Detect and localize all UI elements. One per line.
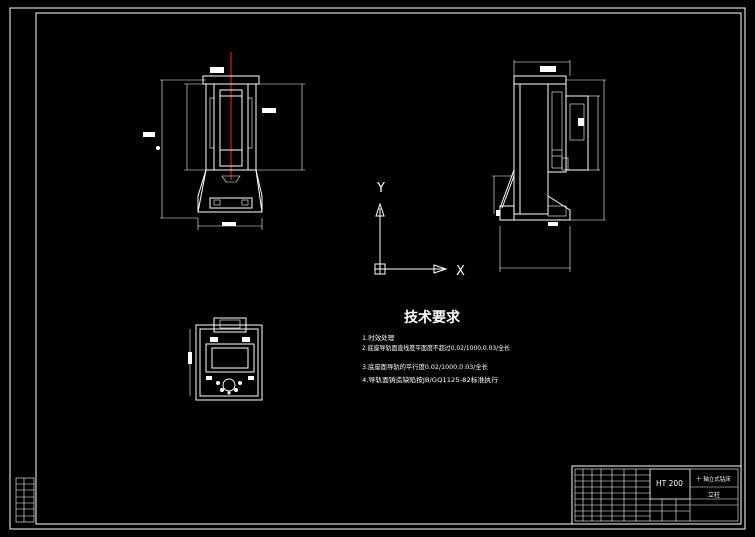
drawing-frame xyxy=(9,7,746,530)
tech-req-item-3: 3.底座面导轨的平行度0.02/1000,0.03/全长 xyxy=(362,362,488,371)
side-view xyxy=(492,60,606,272)
title-block-part-name: 立柱 xyxy=(708,491,720,499)
title-block: HT 200 十 轴立式钻床 立柱 xyxy=(571,465,742,525)
tech-req-title: 技术要求 xyxy=(404,309,461,326)
tech-req-item-1: 1.时效处理 xyxy=(362,333,395,342)
axis-x-label: X xyxy=(456,264,465,279)
ucs-axis-icon: Y X xyxy=(374,181,465,279)
margin-revision-table xyxy=(15,477,35,523)
technical-requirements: 技术要求 1.时效处理 2.底座导轨面直线度平面度不超过0.02/1000,0.… xyxy=(362,309,510,384)
title-block-drawing-name: 十 轴立式钻床 xyxy=(696,475,731,483)
tech-req-item-4: 4.导轨面铸造缺陷按JB/GQ1125-82标准执行 xyxy=(362,375,499,384)
axis-y-label: Y xyxy=(376,181,385,196)
title-block-material: HT 200 xyxy=(656,479,683,488)
front-view xyxy=(143,52,305,230)
tech-req-item-2: 2.底座导轨面直线度平面度不超过0.02/1000,0.03/全长 xyxy=(362,343,510,352)
top-view xyxy=(188,317,263,401)
